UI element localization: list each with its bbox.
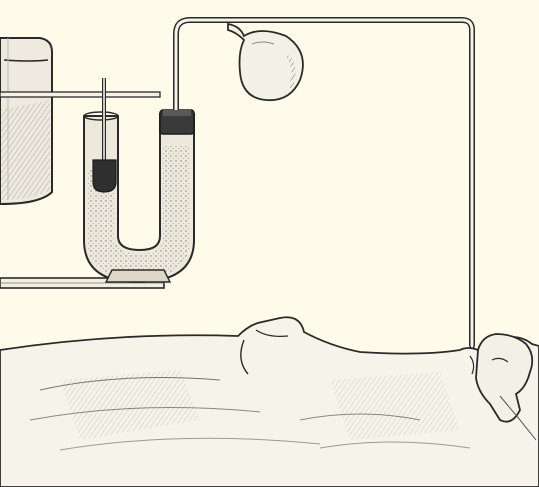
clamp-rod — [0, 92, 160, 97]
u-tube-icon — [84, 110, 194, 282]
rubber-bulb-icon — [228, 24, 303, 100]
patient-figure-icon — [0, 317, 539, 487]
flask-icon — [0, 38, 52, 204]
